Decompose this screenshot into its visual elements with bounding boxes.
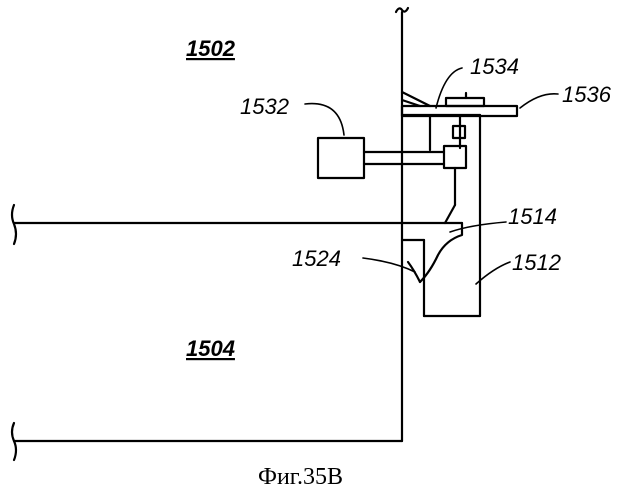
label-1502: 1502 <box>186 36 236 61</box>
label-1534: 1534 <box>470 54 519 79</box>
main-wall <box>396 8 408 441</box>
label-1524: 1524 <box>292 246 341 271</box>
label-1512: 1512 <box>512 250 561 275</box>
lower-boundary <box>12 423 402 460</box>
label-1514: 1514 <box>508 204 557 229</box>
housing-1512 <box>402 115 480 316</box>
plate-1536 <box>402 93 517 116</box>
figure-caption: Фиг.35B <box>258 464 343 490</box>
label-1504: 1504 <box>186 336 235 361</box>
label-1536: 1536 <box>562 82 612 107</box>
bracket-1534 <box>402 92 430 106</box>
upper-boundary <box>12 205 462 244</box>
label-1532: 1532 <box>240 94 289 119</box>
actuator-1532 <box>318 138 466 223</box>
